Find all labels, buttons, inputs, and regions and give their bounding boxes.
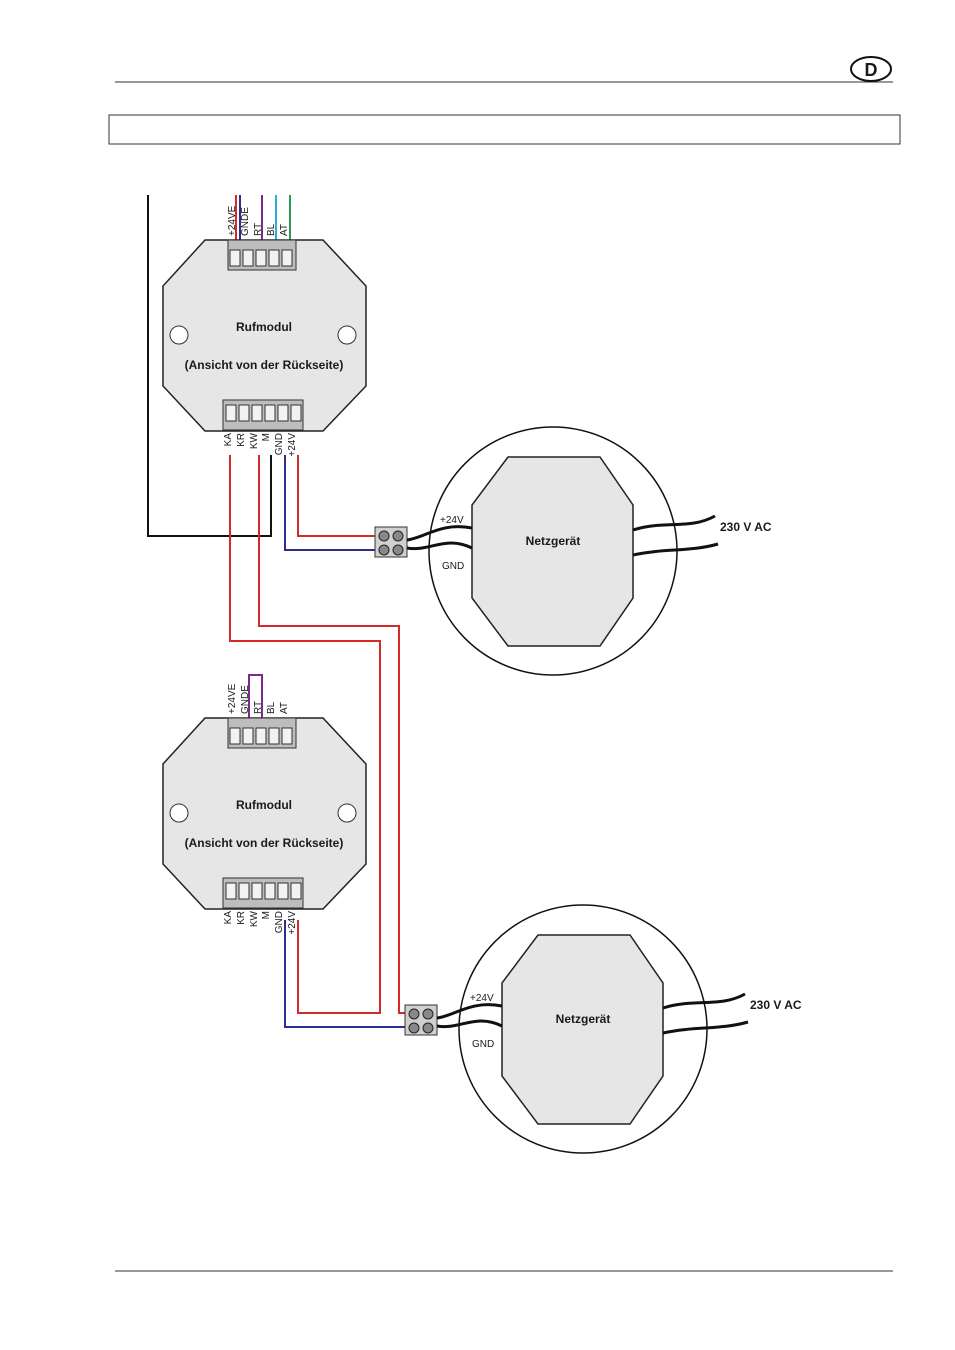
wire-red-ka-link (229, 455, 381, 1014)
terminal-label: KR (236, 433, 247, 447)
terminal-label: RT (253, 701, 264, 714)
mounting-hole-right (337, 325, 357, 345)
mains-lead (662, 1020, 749, 1035)
language-badge (850, 56, 892, 82)
psu-lead (406, 525, 473, 542)
screw (408, 1008, 420, 1020)
terminal-label: GND (274, 433, 285, 455)
module-subtitle: (Ansicht von der Rückseite) (185, 836, 344, 850)
terminal-label: GNDE (240, 207, 251, 236)
screw (392, 530, 404, 542)
module-title: Rufmodul (236, 798, 292, 812)
mains-lead (662, 992, 746, 1010)
language-badge-text: D (865, 60, 878, 80)
psu-gnd-label: GND (442, 561, 464, 572)
psu-plus-label: +24V (470, 993, 494, 1004)
terminal-label: RT (253, 223, 264, 236)
terminal-screw (281, 249, 293, 267)
connector-top (374, 526, 408, 558)
module-title: Rufmodul (236, 320, 292, 334)
wire-blue-gnd-top (284, 455, 375, 551)
terminal-screw (264, 882, 276, 900)
title-box (108, 114, 901, 145)
wire-purple-jumper (248, 674, 263, 718)
terminal-screw (290, 882, 302, 900)
terminal-label: M (261, 911, 272, 919)
wire-black-loop (147, 195, 272, 537)
terminal-screw (238, 882, 250, 900)
mounting-hole-right (337, 803, 357, 823)
psu-body (471, 456, 634, 647)
psu-lead (436, 1019, 503, 1029)
terminal-screw (229, 727, 241, 745)
psu-lead (436, 1003, 503, 1020)
terminal-label: M (261, 433, 272, 441)
psu-plus-label: +24V (440, 515, 464, 526)
terminal-label: +24VE (227, 205, 238, 236)
psu-top: Netzgerät +24V GND 230 V AC (406, 426, 772, 676)
terminal-label: BL (266, 223, 277, 236)
terminal-screw (277, 882, 289, 900)
module-subtitle: (Ansicht von der Rückseite) (185, 358, 344, 372)
mounting-hole-left (169, 803, 189, 823)
terminal-label: KR (236, 911, 247, 925)
wire-red-kw-link (258, 455, 405, 1014)
screw (422, 1022, 434, 1034)
screw (378, 530, 390, 542)
mains-lead (632, 542, 719, 557)
psu-lead (406, 541, 473, 551)
terminal-label: AT (279, 702, 290, 714)
terminal-screw (277, 404, 289, 422)
psu-gnd-label: GND (472, 1039, 494, 1050)
mains-label: 230 V AC (750, 998, 802, 1012)
terminal-label: KA (223, 911, 234, 925)
terminal-label: KW (249, 432, 260, 449)
psu-title: Netzgerät (526, 534, 581, 548)
mains-lead (632, 514, 716, 532)
module-body (162, 717, 367, 910)
terminal-label: AT (279, 224, 290, 236)
module-body (162, 239, 367, 432)
terminal-label: +24V (287, 911, 298, 935)
terminal-screw (255, 727, 267, 745)
connector-bottom (404, 1004, 438, 1036)
terminal-screw (225, 404, 237, 422)
wire-blue-gnd-bottom (284, 920, 405, 1028)
terminal-screw (251, 404, 263, 422)
terminal-screw (290, 404, 302, 422)
psu-title: Netzgerät (556, 1012, 611, 1026)
module-top: Rufmodul (Ansicht von der Rückseite) +24… (162, 195, 367, 457)
terminal-screw (281, 727, 293, 745)
terminal-label: BL (266, 701, 277, 714)
screw (422, 1008, 434, 1020)
screw (408, 1022, 420, 1034)
terminal-label: +24V (287, 433, 298, 457)
terminal-screw (268, 727, 280, 745)
terminal-screw (229, 249, 241, 267)
mounting-hole-left (169, 325, 189, 345)
terminal-label: GNDE (240, 685, 251, 714)
psu-body (501, 934, 664, 1125)
terminal-screw (255, 249, 267, 267)
terminal-screw (268, 249, 280, 267)
terminal-screw (251, 882, 263, 900)
terminal-screw (225, 882, 237, 900)
terminal-label: KA (223, 433, 234, 447)
mains-label: 230 V AC (720, 520, 772, 534)
terminal-label: GND (274, 911, 285, 933)
wire-red-24v-top (297, 455, 375, 537)
terminal-screw (264, 404, 276, 422)
module-bottom: Rufmodul (Ansicht von der Rückseite) +24… (162, 674, 367, 935)
screw (378, 544, 390, 556)
terminal-label: +24VE (227, 683, 238, 714)
terminal-label: KW (249, 910, 260, 927)
terminal-screw (242, 727, 254, 745)
terminal-screw (242, 249, 254, 267)
screw (392, 544, 404, 556)
psu-bottom: Netzgerät +24V GND 230 V AC (436, 904, 802, 1154)
terminal-screw (238, 404, 250, 422)
